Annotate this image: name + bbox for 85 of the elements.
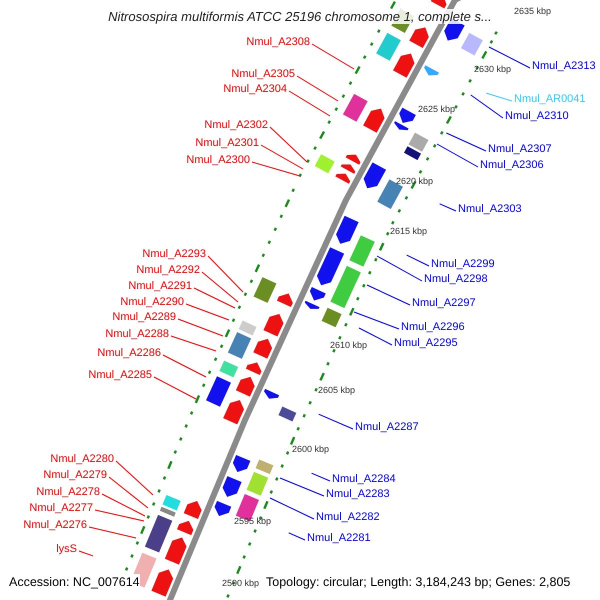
leader-line — [366, 284, 410, 306]
leader-line — [439, 203, 456, 212]
leader-line — [486, 92, 512, 102]
topology-text: Topology: circular; Length: 3,184,243 bp; Genes: 2,805 — [266, 574, 570, 590]
leader-line — [488, 46, 530, 68]
leader-line — [406, 254, 430, 266]
gene-label: Nmul_A2285 — [88, 369, 152, 382]
leader-line — [108, 476, 148, 508]
scale-label: 2600 kbp — [292, 444, 330, 455]
leader-line — [436, 144, 478, 168]
leader-line — [318, 414, 354, 430]
gene-label: Nmul_A2287 — [355, 421, 419, 434]
scale-label: 2605 kbp — [318, 385, 356, 396]
scale-label: 2630 kbp — [474, 64, 512, 75]
gene-label: Nmul_A2299 — [431, 258, 495, 271]
leader-line — [154, 376, 196, 400]
leader-line — [102, 494, 146, 516]
gene-label: Nmul_A2305 — [231, 68, 295, 81]
leader-line — [288, 90, 330, 116]
leader-line — [178, 318, 224, 336]
leader-line — [280, 478, 324, 496]
gene-label: Nmul_A2303 — [458, 203, 522, 216]
leader-line — [260, 144, 304, 170]
gene-label: Nmul_A2301 — [195, 137, 259, 150]
gene-label: Nmul_A2293 — [142, 248, 206, 261]
leader-line — [358, 328, 392, 346]
scale-label: 2615 kbp — [390, 226, 428, 237]
leader-line — [208, 256, 244, 292]
leader-line — [116, 460, 154, 496]
gene-label: Nmul_A2280 — [50, 453, 114, 466]
leader-line — [446, 132, 486, 152]
gene-label: Nmul_A2296 — [401, 321, 465, 334]
gene-label: Nmul_A2278 — [36, 486, 100, 499]
gene-label: Nmul_A2306 — [480, 159, 544, 172]
leader-line — [186, 304, 230, 320]
leader-line — [252, 162, 300, 176]
leader-line — [354, 312, 400, 330]
leader-line — [162, 354, 206, 378]
gene-label: Nmul_A2277 — [29, 502, 93, 515]
gene-label: Nmul_A2288 — [105, 328, 169, 341]
gene-label: Nmul_A2298 — [424, 273, 488, 286]
gene-label: Nmul_AR0041 — [514, 93, 586, 106]
leader-line — [312, 44, 354, 70]
gene-label: Nmul_A2292 — [136, 264, 200, 277]
leader-line — [202, 272, 238, 302]
leader-line — [311, 472, 330, 482]
gene-label: Nmul_A2307 — [488, 143, 552, 156]
gene-label: Nmul_A2281 — [307, 532, 371, 545]
leader-line — [170, 336, 216, 352]
gene-label: Nmul_A2279 — [43, 469, 107, 482]
gene-label: Nmul_A2310 — [505, 110, 569, 123]
gene-label: Nmul_A2290 — [120, 296, 184, 309]
scale-label: 2590 kbp — [222, 578, 260, 589]
gene-label: Nmul_A2302 — [204, 119, 268, 132]
leader-line — [270, 498, 314, 520]
gene-label: Nmul_A2300 — [186, 154, 250, 167]
gene-label: Nmul_A2313 — [532, 60, 596, 73]
leader-line — [194, 288, 236, 308]
scale-label: 2595 kbp — [234, 516, 272, 527]
title: Nitrosospira multiformis ATCC 25196 chromosome 1, complete s... — [108, 9, 492, 24]
gene-label: lysS — [56, 543, 77, 556]
gene-label: Nmul_A2297 — [412, 297, 476, 310]
gene-label: Nmul_A2286 — [97, 347, 161, 360]
leader-line — [78, 550, 94, 556]
accession-text: Accession: NC_007614 — [9, 574, 140, 590]
leader-line — [296, 76, 338, 102]
gene-label: Nmul_A2284 — [332, 473, 396, 486]
gene-label: Nmul_A2295 — [394, 337, 458, 350]
scale-label: 2625 kbp — [418, 104, 456, 115]
leader-line — [270, 126, 308, 162]
gene-label: Nmul_A2282 — [316, 511, 380, 524]
gene-label: Nmul_A2289 — [112, 311, 176, 324]
gene-label: Nmul_A2276 — [23, 519, 87, 532]
leader-line — [288, 532, 306, 540]
gene-label: Nmul_A2283 — [326, 488, 390, 501]
gene-label: Nmul_A2304 — [223, 83, 287, 96]
scale-label: 2635 kbp — [514, 6, 552, 17]
gene-label: Nmul_A2308 — [246, 36, 310, 49]
leader-line — [88, 526, 136, 538]
gene-label: Nmul_A2291 — [128, 280, 192, 293]
scale-label: 2610 kbp — [330, 340, 368, 351]
scale-label: 2620 kbp — [396, 176, 434, 187]
leader-line — [94, 510, 144, 522]
leader-line — [470, 94, 504, 118]
leader-line — [376, 256, 422, 282]
